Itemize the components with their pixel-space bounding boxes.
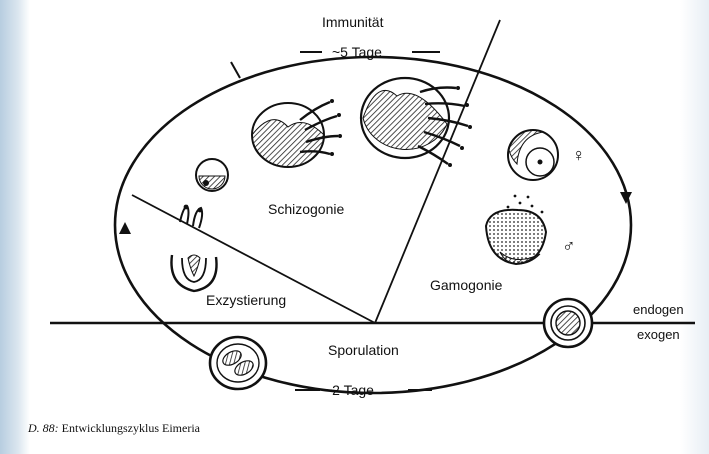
endogen-label: endogen	[633, 302, 684, 317]
schizogonie-label: Schizogonie	[268, 201, 344, 217]
figure-ref: D. 88:	[28, 421, 59, 435]
cycle-arrow-left	[119, 222, 131, 234]
cycle-tick	[231, 62, 240, 78]
figure-caption: D. 88: Entwicklungszyklus Eimeria	[28, 421, 200, 436]
cycle-arrow-right	[620, 192, 632, 204]
sporulation-label: Sporulation	[328, 342, 399, 358]
sporozoites-icon	[180, 205, 202, 228]
merozoites-release-icon	[361, 78, 472, 167]
exogen-label: exogen	[637, 327, 680, 342]
excysting-oocyst-icon	[171, 255, 216, 291]
gamogonie-label: Gamogonie	[430, 277, 502, 293]
macrogamont-icon	[508, 130, 558, 180]
microgamont-icon	[486, 195, 546, 264]
early-stage-cell-icon	[196, 159, 228, 191]
sporulated-oocyst-icon	[210, 337, 266, 389]
schizont-icon	[252, 99, 342, 167]
male-symbol: ♂	[562, 236, 576, 257]
female-symbol: ♀	[572, 145, 586, 166]
caption-text: Entwicklungszyklus Eimeria	[62, 421, 200, 435]
top-duration-label: ~5 Tage	[332, 44, 382, 60]
unsporulated-oocyst-icon	[544, 299, 592, 347]
bottom-duration-label: ~2 Tage	[324, 382, 374, 398]
immunity-label: Immunität	[322, 14, 383, 30]
exzystierung-label: Exzystierung	[206, 292, 286, 308]
